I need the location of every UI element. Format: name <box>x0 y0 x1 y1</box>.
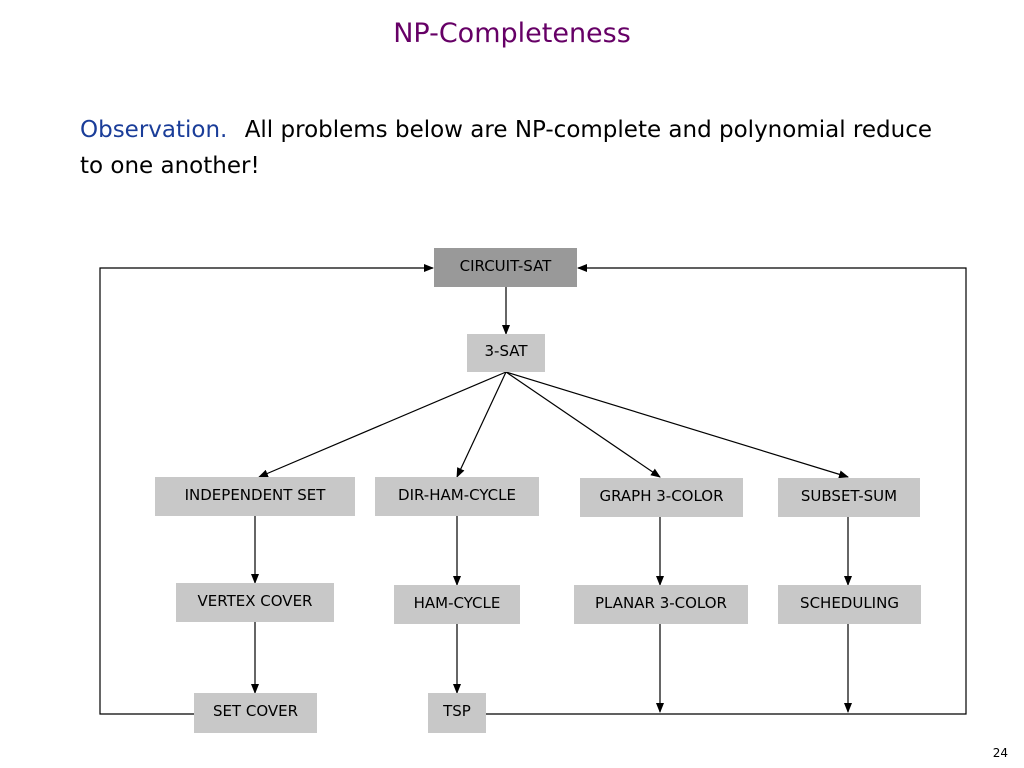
edge-3-sat-to-graph-3-color <box>505 371 661 478</box>
node-subset-sum: SUBSET-SUM <box>778 478 920 517</box>
node-planar-3-color: PLANAR 3-COLOR <box>574 585 748 624</box>
node-set-cover: SET COVER <box>194 693 317 733</box>
node-tsp: TSP <box>428 693 486 733</box>
node-ham-cycle: HAM-CYCLE <box>394 585 520 624</box>
edge-set-cover-loop-to-circuit-sat <box>99 264 434 715</box>
node-circuit-sat: CIRCUIT-SAT <box>434 248 577 287</box>
node-graph-3-color: GRAPH 3-COLOR <box>580 478 743 517</box>
node-dir-ham-cycle: DIR-HAM-CYCLE <box>375 477 539 516</box>
observation-body: All problems below are NP-complete and p… <box>80 117 932 179</box>
page-number: 24 <box>992 746 1008 760</box>
slide-title: NP-Completeness <box>393 18 631 49</box>
observation-lead: Observation. <box>80 117 228 143</box>
node-vertex-cover: VERTEX COVER <box>176 583 334 622</box>
edge-3-sat-to-dir-ham-cycle <box>456 371 507 478</box>
node-scheduling: SCHEDULING <box>778 585 921 624</box>
edge-tsp-loop-to-circuit-sat <box>486 264 967 715</box>
observation-text: Observation. All problems below are NP-c… <box>80 112 940 184</box>
edge-3-sat-to-independent-set <box>258 371 507 478</box>
edge-3-sat-to-subset-sum <box>505 371 849 479</box>
node-3-sat: 3-SAT <box>467 334 545 372</box>
node-independent-set: INDEPENDENT SET <box>155 477 355 516</box>
